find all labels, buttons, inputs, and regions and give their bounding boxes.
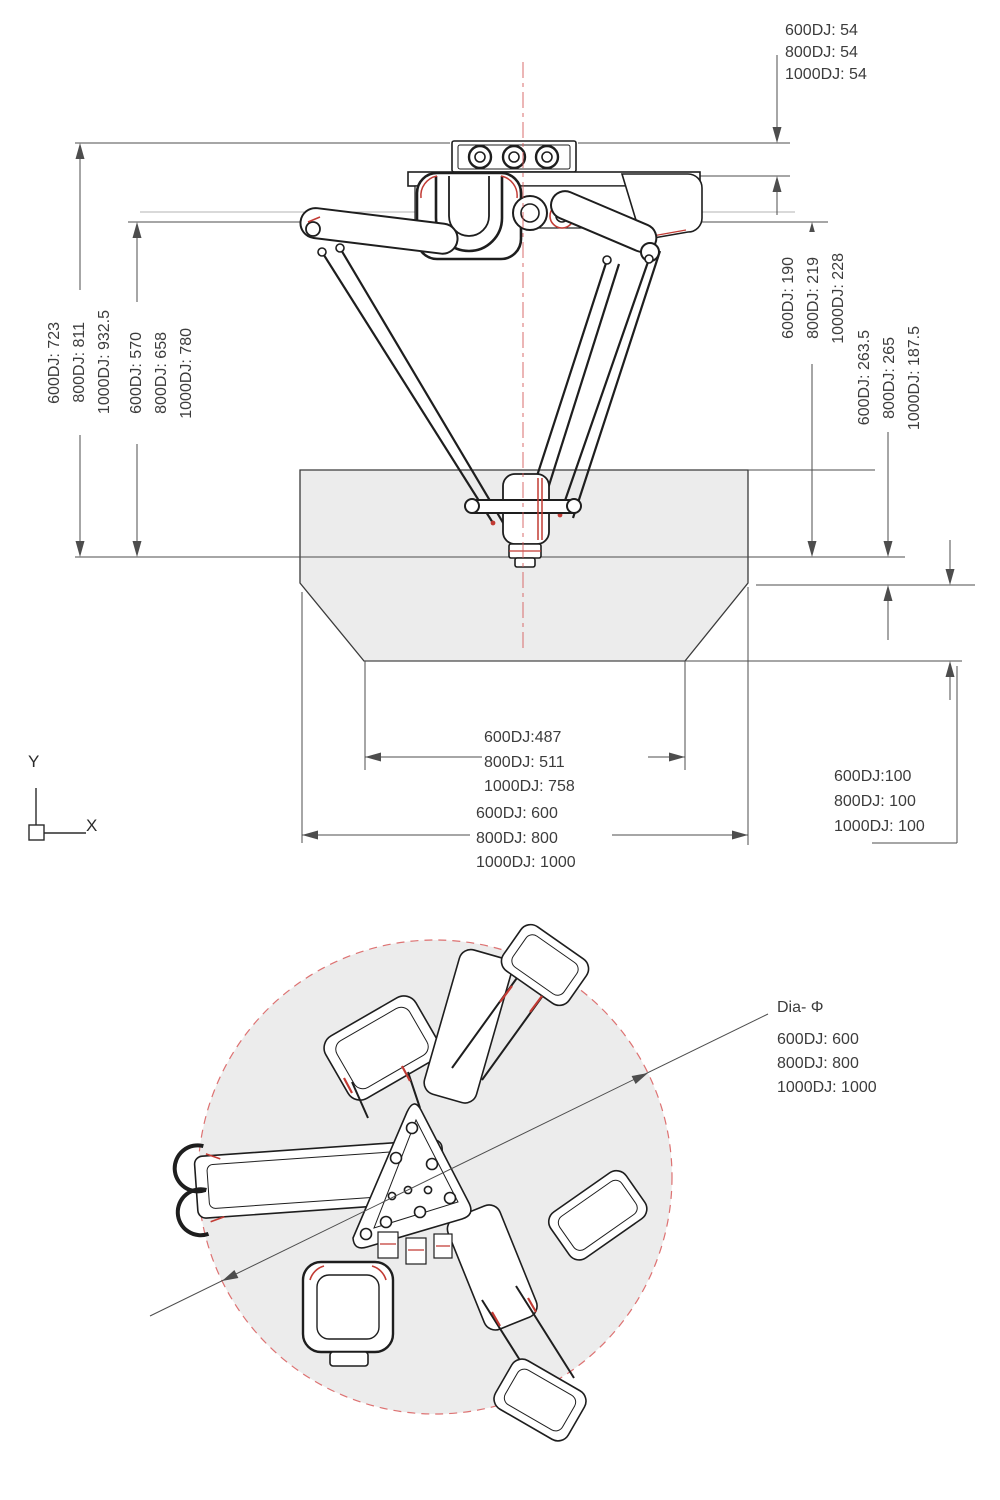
dim-label-stroke-lower: 600DJ: 263.5 800DJ: 265 1000DJ: 187.5 (856, 318, 924, 438)
dim-label-envelope-inner-width: 600DJ:487 800DJ: 511 1000DJ: 758 (484, 726, 575, 800)
dim-row: 1000DJ: 758 (484, 778, 575, 795)
dim-row: 800DJ: 54 (785, 44, 858, 61)
dim-row: 1000DJ: 54 (785, 66, 867, 83)
dim-col: 800DJ: 265 (881, 337, 898, 419)
dim-row: 600DJ: 600 (476, 805, 558, 822)
dim-row: 600DJ: 600 (777, 1031, 859, 1048)
diameter-title: Dia- Φ (777, 999, 824, 1016)
dim-label-envelope-outer-width: 600DJ: 600 800DJ: 800 1000DJ: 1000 (476, 802, 576, 876)
robot-top-view (172, 923, 648, 1442)
dim-col: 600DJ: 190 (780, 257, 797, 339)
dim-row: 1000DJ: 1000 (777, 1079, 877, 1096)
dim-label-stroke-upper: 600DJ: 190 800DJ: 219 1000DJ: 228 (779, 232, 849, 364)
dim-row: 600DJ: 54 (785, 22, 858, 39)
dim-col: 1000DJ: 932.5 (96, 310, 113, 415)
dim-col: 1000DJ: 780 (178, 327, 195, 419)
dim-label-lower-depth: 600DJ:100 800DJ: 100 1000DJ: 100 (834, 764, 925, 839)
robot-front-view (299, 140, 703, 568)
axis-indicator (28, 788, 86, 841)
dim-row: 800DJ: 511 (484, 753, 565, 771)
dimension-lines-front (75, 55, 975, 845)
diameter-label: Dia- Φ 600DJ: 600 800DJ: 800 1000DJ: 100… (777, 996, 877, 1100)
x-axis-label: X (86, 816, 98, 835)
dim-label-overall-height: 600DJ: 723 800DJ: 811 1000DJ: 932.5 (45, 290, 115, 435)
dim-col: 600DJ: 723 (46, 321, 63, 404)
dim-col: 1000DJ: 228 (830, 252, 847, 344)
dim-row: 800DJ: 800 (476, 829, 558, 847)
dim-col: 800DJ: 811 (71, 322, 88, 403)
dim-col: 600DJ: 570 (128, 332, 145, 414)
dim-col: 1000DJ: 187.5 (906, 325, 923, 431)
dim-col: 600DJ: 263.5 (856, 330, 873, 426)
dim-label-arm-height: 600DJ: 570 800DJ: 658 1000DJ: 780 (127, 302, 197, 444)
diameter-line (149, 1013, 769, 1317)
dim-row: 1000DJ: 1000 (476, 854, 576, 871)
dim-row: 600DJ:100 (834, 768, 912, 785)
dim-col: 800DJ: 219 (805, 257, 822, 339)
dim-row: 600DJ:487 (484, 729, 562, 746)
dim-row: 800DJ: 800 (777, 1055, 859, 1072)
dim-col: 800DJ: 658 (153, 332, 170, 414)
dim-label-flange-thickness: 600DJ: 54 800DJ: 54 1000DJ: 54 (785, 20, 867, 86)
y-axis-label: Y (28, 752, 40, 771)
dim-row: 1000DJ: 100 (834, 818, 925, 835)
dim-row: 800DJ: 100 (834, 793, 916, 810)
dimension-arrows-front (75, 127, 955, 840)
